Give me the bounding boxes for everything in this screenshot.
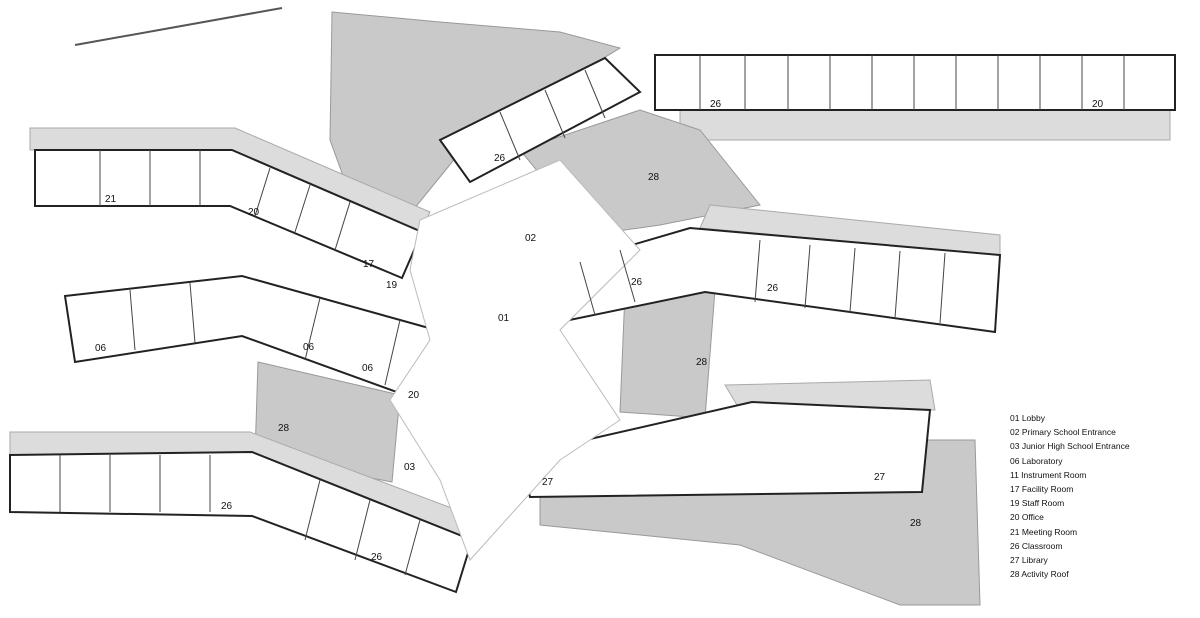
activity-roof-2 — [619, 289, 716, 419]
wing-upper-middle — [438, 56, 642, 184]
legend-item: 26 Classroom — [1010, 540, 1063, 551]
legend-item: 06 Laboratory — [1010, 455, 1063, 466]
room-label: 28 — [648, 172, 660, 183]
legend-item: 11 Instrument Room — [1010, 469, 1087, 480]
room-label: 27 — [542, 477, 554, 488]
room-label: 02 — [525, 233, 537, 244]
wing-left-upper — [34, 149, 424, 280]
room-legend: 01 Lobby 02 Primary School Entrance 03 J… — [1010, 411, 1130, 581]
room-label: 06 — [362, 363, 374, 374]
room-label: 06 — [303, 342, 315, 353]
room-label: 26 — [494, 153, 506, 164]
site-edge-line — [74, 7, 283, 46]
room-label: 27 — [874, 472, 886, 483]
room-label: 26 — [221, 501, 233, 512]
wing-top-right — [654, 54, 1176, 111]
room-label: 03 — [404, 462, 416, 473]
room-label: 26 — [767, 283, 779, 294]
walkway-top-right — [679, 109, 1171, 141]
room-label: 19 — [386, 280, 398, 291]
room-label: 21 — [105, 194, 117, 205]
room-label: 20 — [408, 390, 420, 401]
legend-item: 01 Lobby — [1010, 413, 1045, 423]
wing-lower-left — [9, 450, 474, 594]
legend-item: 21 Meeting Room — [1010, 526, 1078, 537]
legend-item: 27 Library — [1010, 555, 1048, 566]
room-label: 20 — [248, 207, 260, 218]
room-label: 28 — [278, 423, 290, 434]
room-label: 28 — [696, 357, 708, 368]
legend-item: 20 Office — [1010, 512, 1044, 523]
room-label: 28 — [910, 518, 922, 529]
room-label: 06 — [95, 343, 107, 354]
central-lobby — [389, 159, 641, 561]
room-label: 01 — [498, 313, 510, 324]
legend-item: 17 Facility Room — [1010, 484, 1074, 495]
room-partitions — [59, 55, 1125, 576]
room-label: 26 — [371, 552, 383, 563]
legend-item: 03 Junior High School Entrance — [1010, 441, 1130, 452]
legend-item: 02 Primary School Entrance — [1010, 427, 1116, 438]
room-label: 26 — [631, 277, 643, 288]
room-label: 26 — [710, 99, 722, 110]
legend-item: 28 Activity Roof — [1010, 569, 1069, 580]
room-label: 20 — [1092, 99, 1104, 110]
room-label: 17 — [363, 259, 375, 270]
legend-item: 19 Staff Room — [1010, 498, 1065, 509]
